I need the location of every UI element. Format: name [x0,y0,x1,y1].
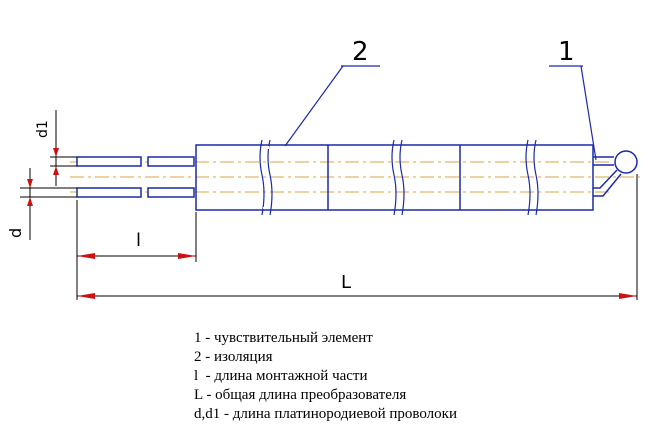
dim-L [77,174,638,300]
callout-1-number: 1 [558,37,575,67]
dim-l [76,200,197,300]
junction-bead [614,150,638,174]
dim-L-arrows [77,293,637,299]
wire-segments [76,156,195,198]
wire-lower-right [147,187,195,198]
wire-upper-left [76,156,142,167]
wire-upper-right [147,156,195,167]
callout-2-number: 2 [352,37,369,67]
legend-line: d,d1 - длина платинородиевой проволоки [194,406,457,422]
axis-lines [70,161,640,193]
sensing-element [593,150,638,197]
callout-1 [549,65,597,161]
dim-d1-arrows [53,148,59,175]
break-marks [259,139,539,216]
dim-l-label: l [136,230,141,251]
break-gaps [263,146,269,209]
wire-lower-left [76,187,142,198]
legend: 1 - чувствительный элемент 2 - изоляция … [194,330,457,422]
dim-l-arrows [77,253,196,259]
legend-line: 1 - чувствительный элемент [194,330,373,346]
dim-L-label: L [341,272,351,293]
dim-d-label: d [6,228,25,238]
dim-d-arrows [27,179,33,206]
legend-line: 2 - изоляция [194,349,273,365]
callout-2 [284,65,380,147]
legend-line: l - длина монтажной части [194,368,368,384]
legend-line: L - общая длина преобразователя [194,387,406,403]
dim-d1-label: d1 [35,120,51,138]
